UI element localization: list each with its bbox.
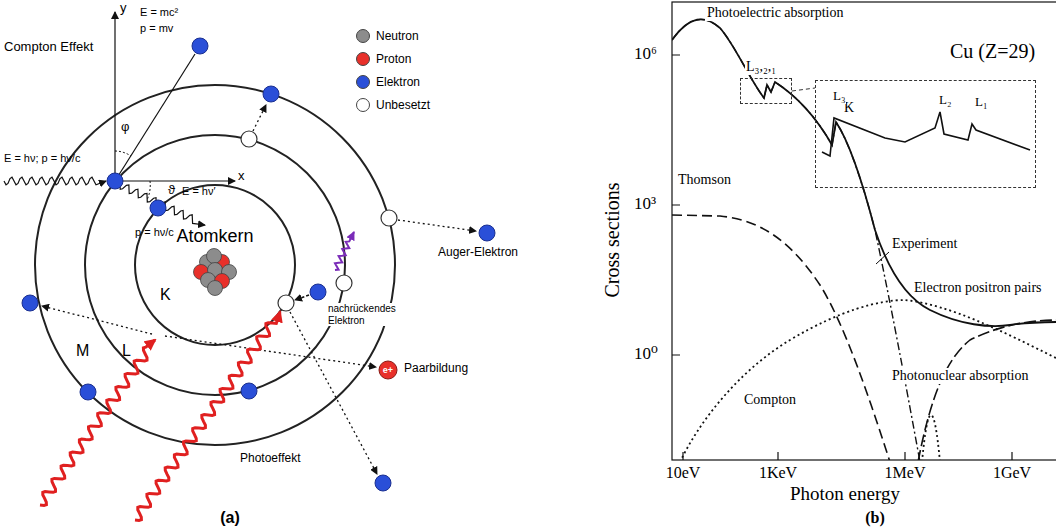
photon-wave xyxy=(4,177,106,185)
legend-text: Unbesetzt xyxy=(376,98,430,112)
photon-wave xyxy=(135,312,280,520)
vacancy xyxy=(278,295,294,311)
auger-arrow xyxy=(398,220,476,231)
text-label: M xyxy=(76,342,89,360)
phi-arc xyxy=(115,151,131,156)
electron xyxy=(107,173,123,189)
dashed-box: L₃ L₂ L₁ xyxy=(815,80,1036,188)
ticks xyxy=(672,55,1012,460)
electron xyxy=(22,295,38,311)
photon-wave xyxy=(40,340,155,505)
x-axis xyxy=(115,180,235,181)
text-label: x xyxy=(238,169,245,184)
leader-line xyxy=(876,252,889,264)
text-label: 1MeV xyxy=(885,464,926,482)
text-label: 10⁶ xyxy=(634,44,657,64)
photoelectron-arrow xyxy=(290,312,377,474)
legend-text: Neutron xyxy=(376,29,419,43)
text-label: Photoeffekt xyxy=(240,452,301,466)
text-label: 10³ xyxy=(634,194,656,214)
pair-electron-arrow xyxy=(42,306,152,334)
dashed-connector xyxy=(792,88,815,91)
text-label: L xyxy=(122,342,131,360)
text-label: 1GeV xyxy=(993,464,1031,482)
electron xyxy=(150,200,166,216)
nucleon xyxy=(208,281,223,296)
electron xyxy=(263,86,279,102)
text-label: ϑ xyxy=(168,183,175,198)
l-shell xyxy=(85,135,345,395)
electron xyxy=(192,38,208,54)
m-shell xyxy=(35,85,395,445)
photoelectric-curve xyxy=(672,19,920,460)
electron-track xyxy=(115,54,195,181)
positron-arrow xyxy=(165,336,376,367)
k-shell xyxy=(135,185,295,345)
legend-swatch xyxy=(356,29,370,43)
text-label: (b) xyxy=(865,509,885,527)
legend-swatch xyxy=(356,75,370,89)
text-label: E = hν; p = hν/c xyxy=(4,152,80,165)
thomson-curve xyxy=(672,215,890,460)
text-label: E = hν′ xyxy=(182,185,216,198)
electron xyxy=(241,383,257,399)
pair-curve xyxy=(918,320,1056,460)
text-label: Cross sections xyxy=(601,183,624,298)
edge-label: L₂ xyxy=(938,93,952,108)
vacancy xyxy=(381,210,397,226)
electron xyxy=(310,284,326,300)
compton-curve xyxy=(680,300,1056,460)
text-label: e+ xyxy=(383,365,393,375)
photon-wave xyxy=(335,232,354,270)
text-label: Compton Effekt xyxy=(4,40,93,55)
text-label: Paarbildung xyxy=(404,362,468,376)
text-label: 10eV xyxy=(666,464,701,482)
text-label: Thomson xyxy=(676,172,733,188)
y-axis xyxy=(114,12,115,181)
text-label: p = hν/c xyxy=(135,226,174,239)
text-label: Photoelectric absorption xyxy=(705,5,845,21)
experiment-curve xyxy=(672,19,1056,326)
edge-label: L₃,₂,₁ xyxy=(745,59,777,75)
edge-label: L₃ xyxy=(832,89,846,104)
text-label: E = mc² xyxy=(140,6,178,19)
legend-text: Elektron xyxy=(376,75,420,89)
text-label: Cu (Z=29) xyxy=(950,40,1035,63)
electron xyxy=(80,384,96,400)
text-label: Experiment xyxy=(890,236,959,252)
positron xyxy=(379,361,397,379)
text-label: 1KeV xyxy=(759,464,797,482)
curves xyxy=(672,19,1056,460)
dashed-box: L₃,₂,₁ xyxy=(740,78,792,104)
text-label: K xyxy=(160,286,171,304)
text-label: nachrückendes Elektron xyxy=(326,303,408,326)
legend-swatch xyxy=(356,98,370,112)
nucleon xyxy=(207,249,222,264)
edge-label: L₁ xyxy=(974,95,988,110)
inset-curve xyxy=(822,112,1030,156)
text-label: Atomkern xyxy=(176,226,253,247)
electron xyxy=(375,475,391,491)
legend-text: Proton xyxy=(376,52,411,66)
transition-arrow xyxy=(295,295,309,300)
text-label: Electron positron pairs xyxy=(912,280,1044,296)
text-label: Photonuclear absorption xyxy=(890,368,1030,384)
photonuclear-curve xyxy=(922,415,940,460)
text-label: Compton xyxy=(742,392,798,408)
text-label: (a) xyxy=(220,509,240,527)
text-label: φ xyxy=(121,120,129,135)
text-label: p = mv xyxy=(140,22,173,35)
text-label: y xyxy=(120,1,127,16)
vacancy xyxy=(336,275,352,291)
text-label: Auger-Elektron xyxy=(438,246,518,260)
ejection-arrow xyxy=(253,105,266,131)
vacancy xyxy=(241,131,257,147)
text-label: Photon energy xyxy=(790,483,900,505)
text-label: 10⁰ xyxy=(634,344,658,364)
electron xyxy=(479,225,495,241)
legend-swatch xyxy=(356,52,370,66)
